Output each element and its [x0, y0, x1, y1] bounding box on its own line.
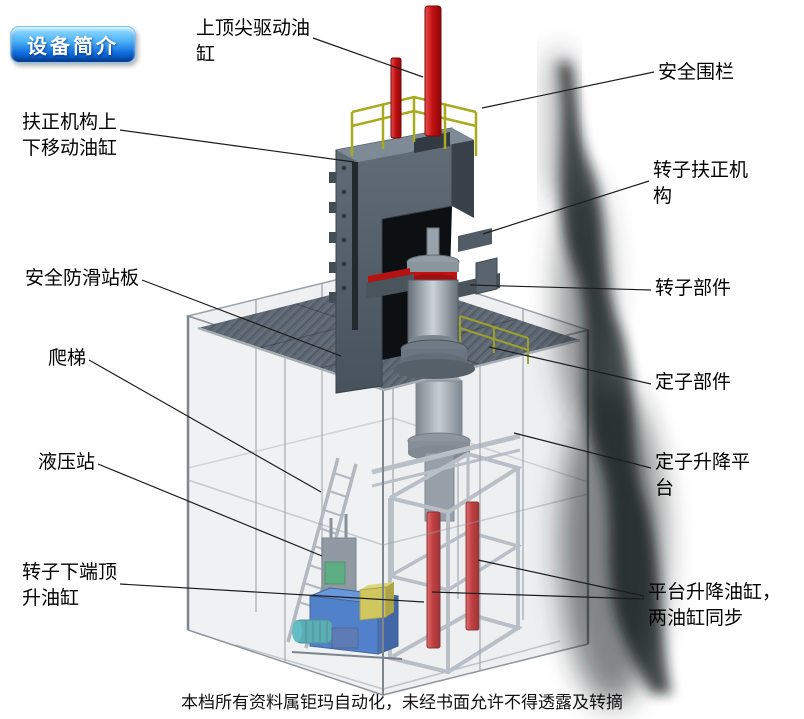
label-safety-fence: 安全围栏 [658, 62, 735, 83]
label-top-drive-cylinder: 上顶尖驱动油 缸 [196, 18, 311, 65]
label-centering-cylinder: 扶正机构上 下移动油缸 [22, 112, 118, 159]
label-hydraulic-station: 液压站 [38, 452, 96, 473]
label-platform-cylinders: 平台升降油缸， 两油缸同步 [648, 582, 782, 629]
enclosure-front [186, 314, 590, 697]
platform-lift-cylinders [426, 501, 480, 649]
top-safety-fence [350, 95, 478, 156]
footer-note: 本档所有资料属钜玛自动化，未经书面允许不得透露及转摘 [181, 693, 623, 712]
title-badge: 设备简介 [10, 26, 136, 63]
label-stator-part: 定子部件 [655, 372, 732, 393]
top-drive-cylinders [390, 5, 442, 139]
label-rotor-part: 转子部件 [655, 278, 732, 299]
label-stator-platform: 定子升降平 台 [655, 452, 751, 499]
label-ladder: 爬梯 [48, 348, 87, 369]
leader-lines [88, 37, 655, 603]
label-rotor-centering: 转子扶正机 构 [653, 160, 749, 207]
deck-railing [459, 315, 529, 364]
label-jacking-cylinder: 转子下端顶 升油缸 [22, 562, 118, 609]
shadow-smudge [551, 54, 672, 705]
label-anti-slip-board: 安全防滑站板 [25, 268, 140, 289]
